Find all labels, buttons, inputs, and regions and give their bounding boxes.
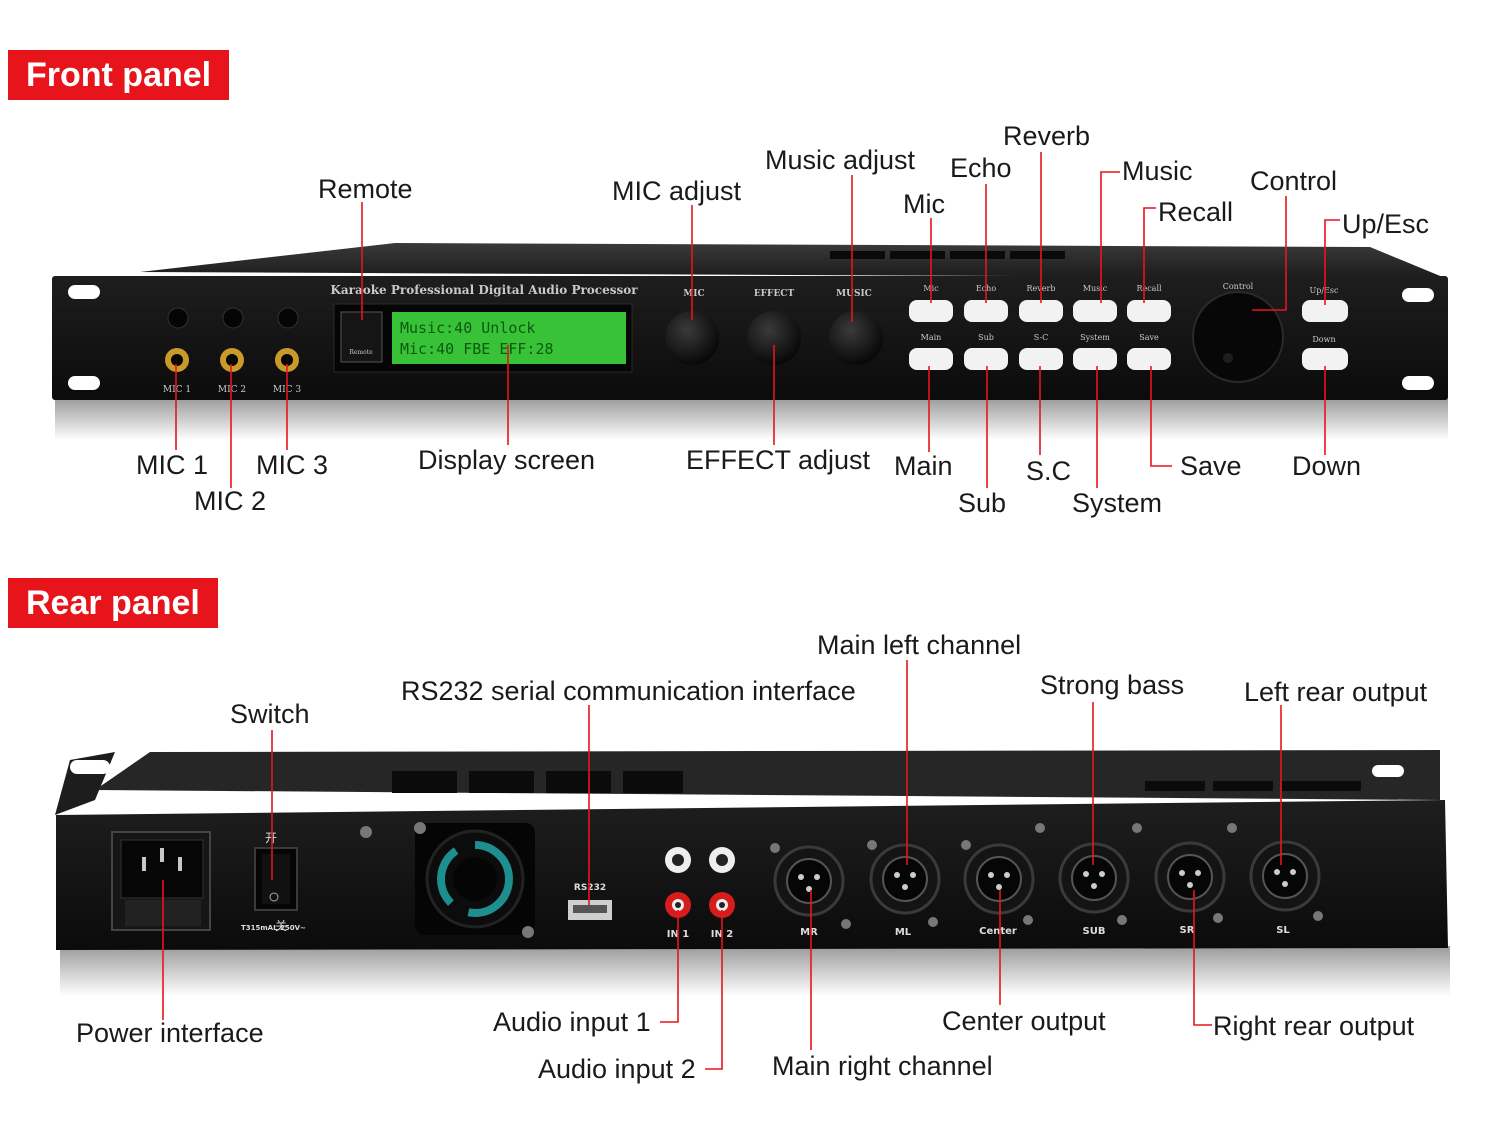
callout-echo: Echo [950,153,1012,183]
callout-control: Control [1250,166,1338,196]
svg-text:IN 2: IN 2 [711,929,734,940]
xlr-outputs [773,840,1321,917]
callout-strong-bass: Strong bass [1040,670,1185,700]
bottom-button-row: Main Sub S-C System Save [909,333,1171,370]
svg-text:S-C: S-C [1034,333,1049,342]
svg-text:System: System [1080,333,1110,342]
svg-text:ML: ML [895,927,912,938]
effect-knob [747,311,801,365]
callout-mic3: MIC 3 [256,450,329,480]
callout-system: System [1072,488,1163,518]
callout-music-adjust: Music adjust [765,145,916,175]
svg-text:Music: Music [1083,284,1108,293]
callout-audio2: Audio input 2 [538,1054,696,1084]
callout-right-rear: Right rear output [1213,1011,1415,1041]
callout-remote: Remote [318,174,413,204]
switch-off-mark: 关 [275,919,287,933]
rear-panel-tag: Rear panel [8,578,218,628]
callout-power: Power interface [76,1018,264,1048]
callout-music: Music [1122,156,1193,186]
music-knob [829,311,883,365]
svg-text:IN 1: IN 1 [667,929,690,940]
callout-save: Save [1180,451,1242,481]
svg-text:Main: Main [921,333,942,342]
callout-mic-adjust: MIC adjust [612,176,742,206]
callout-mic1: MIC 1 [136,450,209,480]
svg-text:Save: Save [1139,333,1159,342]
lcd-line-1: Music:40 Unlock [400,319,535,337]
svg-text:SR: SR [1180,925,1195,936]
svg-text:SUB: SUB [1083,926,1106,937]
lcd-screen [392,312,626,364]
control-wheel [1192,291,1284,383]
jack-label-mic1: MIC 1 [163,385,191,395]
jack-label-mic2: MIC 2 [218,385,246,395]
mic-knob [665,311,719,365]
svg-text:Sub: Sub [978,333,994,342]
svg-text:Up/Esc: Up/Esc [1310,286,1340,295]
callout-switch: Switch [230,699,310,729]
svg-text:Down: Down [1312,335,1335,344]
callout-up-esc: Up/Esc [1342,209,1430,239]
svg-text:Recall: Recall [1136,284,1162,293]
callout-display-screen: Display screen [418,445,596,475]
callout-sub: Sub [958,488,1007,518]
switch-on-mark: 开 [265,831,277,845]
callout-main-left: Main left channel [817,630,1022,660]
callout-audio1: Audio input 1 [493,1007,651,1037]
leader-lines [162,152,1340,1070]
callout-main: Main [894,451,953,481]
svg-text:MIC: MIC [683,289,704,299]
front-panel-tag: Front panel [8,50,230,100]
svg-text:Control: Control [1223,282,1254,291]
svg-text:MUSIC: MUSIC [836,289,872,299]
svg-text:Reverb: Reverb [1027,284,1056,293]
power-switch [254,847,298,911]
callout-left-rear: Left rear output [1244,677,1428,707]
svg-text:Center: Center [979,926,1017,937]
svg-text:MR: MR [800,927,818,938]
callout-sc: S.C [1026,456,1072,486]
callout-recall: Recall [1158,197,1234,227]
lcd-line-2: Mic:40 FBE EFF:28 [400,340,554,358]
callout-reverb: Reverb [1003,121,1091,151]
model-title: Karaoke Professional Digital Audio Proce… [330,283,638,297]
svg-text:SL: SL [1276,925,1290,936]
top-button-row: Mic Echo Reverb Music Recall [909,284,1171,322]
callout-rs232: RS232 serial communication interface [401,676,856,706]
callout-center: Center output [942,1006,1106,1036]
svg-text:Echo: Echo [976,284,996,293]
callout-mic: Mic [903,189,945,219]
callout-down: Down [1292,451,1362,481]
callout-main-right: Main right channel [772,1051,993,1081]
rs232-label: RS232 [574,883,606,893]
fuse-rating: T315mAL 250V~ [241,924,306,932]
svg-text:Mic: Mic [923,284,939,293]
jack-label-mic3: MIC 3 [273,385,302,395]
callout-mic2: MIC 2 [194,486,267,516]
svg-text:EFFECT: EFFECT [754,289,795,299]
callout-effect-adjust: EFFECT adjust [686,445,871,475]
remote-sensor-label: Remote [349,349,373,356]
